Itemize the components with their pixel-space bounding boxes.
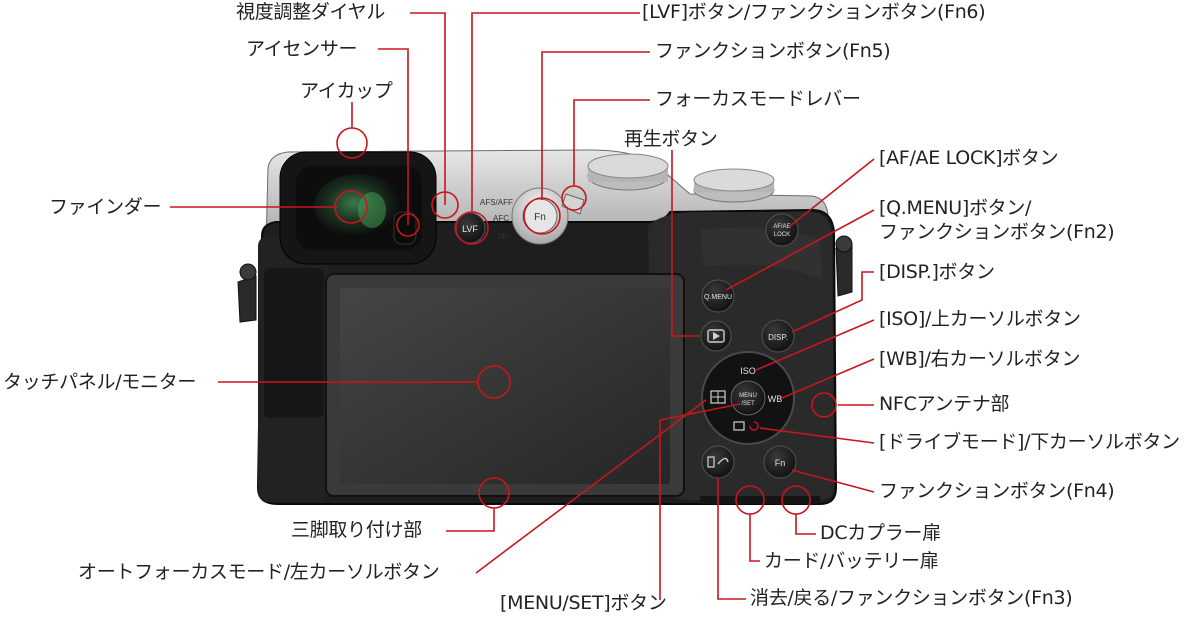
card-leader	[749, 514, 760, 562]
wb-mark: WB	[768, 394, 783, 404]
af-ae-mark-2: LOCK	[774, 232, 790, 238]
label-disp-button: [DISP.]ボタン	[879, 261, 995, 283]
fn5-mark: Fn	[534, 212, 546, 223]
iso-mark: ISO	[740, 366, 756, 376]
label-af-ae-lock-button: [AF/AE LOCK]ボタン	[879, 147, 1059, 169]
label-eye-sensor: アイセンサー	[246, 38, 358, 60]
menu-mark-1: MENU	[739, 393, 757, 399]
label-af-mode-left-button: オートフォーカスモード/左カーソルボタン	[78, 561, 440, 583]
label-nfc-antenna: NFCアンテナ部	[879, 393, 1010, 415]
label-dc-coupler-door: DCカプラー扉	[820, 522, 941, 544]
drive-leader	[759, 427, 875, 444]
afc-mark: AFC	[493, 214, 509, 223]
menu-set-leader	[659, 403, 741, 600]
label-menu-set-button: [MENU/SET]ボタン	[500, 592, 667, 614]
label-eyecup: アイカップ	[300, 80, 393, 102]
label-lvf-button: [LVF]ボタン/ファンクションボタン(Fn6)	[642, 1, 986, 23]
mf-mark: MF	[498, 232, 510, 241]
dc-leader	[795, 514, 816, 535]
eye-sensor-leader	[378, 48, 409, 225]
camera-markings: LVF Fn AFS/AFF AFC MF AF/AE LOCK Q.MENU …	[462, 198, 791, 468]
lvf-marker	[455, 211, 489, 245]
delete-leader	[717, 478, 746, 600]
wb-leader	[781, 358, 875, 399]
label-wb-right-button: [WB]/右カーソルボタン	[879, 348, 1081, 370]
label-delete-fn3-button: 消去/戻る/ファンクションボタン(Fn3)	[750, 587, 1073, 609]
eyecup-marker	[336, 127, 368, 159]
dc-marker	[781, 485, 811, 515]
afs-aff-mark: AFS/AFF	[480, 198, 513, 207]
label-playback-button: 再生ボタン	[624, 128, 718, 150]
tripod-marker	[478, 477, 510, 509]
playback-leader	[671, 150, 700, 337]
tripod-leader	[446, 508, 495, 532]
fn5-leader	[541, 51, 650, 200]
qmenu-leader	[725, 209, 875, 291]
touch-marker	[477, 365, 511, 399]
nfc-marker	[811, 392, 837, 418]
eye-sensor-marker	[396, 213, 420, 237]
label-focus-mode-lever: フォーカスモードレバー	[655, 88, 861, 110]
focus-lever-marker	[561, 185, 587, 211]
label-drive-down-button: [ドライブモード]/下カーソルボタン	[879, 431, 1180, 453]
label-qmenu-button: [Q.MENU]ボタン/ ファンクションボタン(Fn2)	[879, 197, 1115, 243]
finder-marker	[334, 190, 368, 224]
label-finder: ファインダー	[49, 196, 162, 218]
fn4-leader	[791, 469, 875, 493]
lvf-mark: LVF	[462, 224, 478, 234]
diopter-leader	[410, 12, 446, 205]
label-tripod-mount: 三脚取り付け部	[291, 519, 422, 541]
label-card-battery-door: カード/バッテリー扉	[764, 550, 939, 572]
af-ae-leader	[789, 158, 875, 227]
iso-leader	[755, 319, 875, 371]
label-diopter-dial: 視度調整ダイヤル	[236, 1, 386, 23]
disp-leader	[791, 271, 874, 333]
fn5-marker	[523, 197, 561, 235]
label-iso-up-button: [ISO]/上カーソルボタン	[879, 308, 1081, 330]
label-touch-panel: タッチパネル/モニター	[3, 371, 197, 393]
af-ae-mark-1: AF/AE	[773, 224, 790, 230]
af-left-leader	[475, 399, 707, 574]
label-fn5-button: ファンクションボタン(Fn5)	[655, 40, 891, 62]
focus-lever-leader	[573, 99, 650, 186]
callout-leaders	[170, 12, 875, 600]
camera-body	[237, 149, 853, 505]
menu-mark-2: /SET	[741, 401, 755, 407]
disp-mark: DISP.	[768, 333, 788, 342]
qmenu-mark: Q.MENU	[704, 294, 732, 301]
diopter-marker	[431, 191, 459, 219]
card-marker	[735, 485, 765, 515]
fn4-mark: Fn	[775, 458, 786, 468]
label-fn4-button: ファンクションボタン(Fn4)	[879, 480, 1115, 502]
lvf-leader	[471, 12, 640, 212]
